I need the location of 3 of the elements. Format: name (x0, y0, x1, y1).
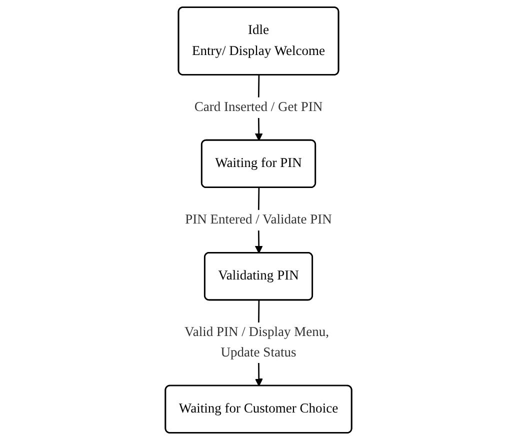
edge-label: PIN Entered / Validate PIN (185, 212, 332, 227)
edge-label: Card Inserted / Get PIN (194, 100, 323, 114)
edge-label: Valid PIN / Display Menu, Update Status (184, 325, 330, 360)
